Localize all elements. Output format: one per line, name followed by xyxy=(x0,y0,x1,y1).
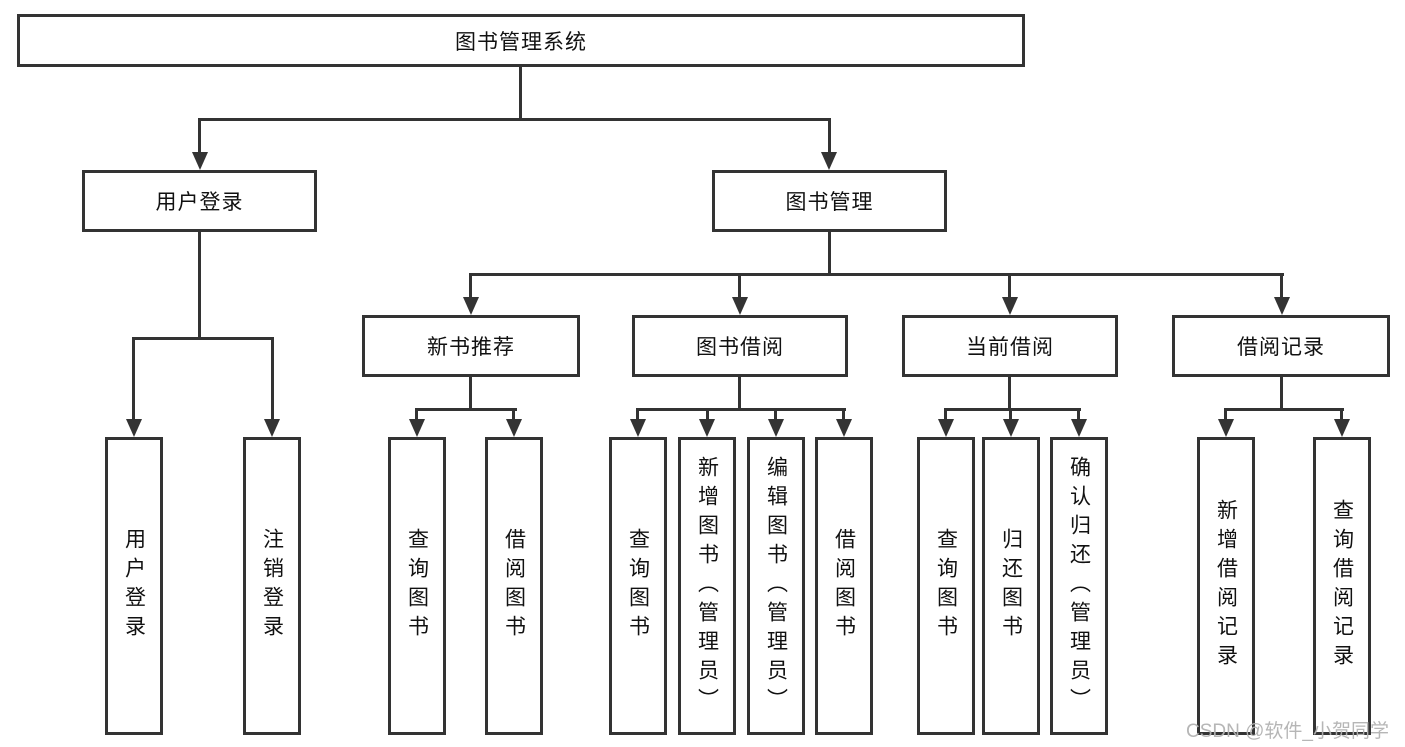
node-new-book-recommend: 新书推荐 xyxy=(362,315,580,377)
arrowhead-book-management xyxy=(821,152,837,170)
connector-drop-cb-return xyxy=(1009,411,1012,419)
connector-borrowing-rail xyxy=(636,408,846,411)
connector-drop-leaf-logout xyxy=(271,340,274,419)
connector-drop-cb-confirm xyxy=(1077,411,1080,419)
leaf-recommend-query-books: 查询图书 xyxy=(388,437,446,735)
connector-drop-br-add xyxy=(1224,411,1227,419)
connector-user-login-stem xyxy=(198,232,201,337)
connector-root-rail xyxy=(198,118,831,121)
connector-drop-borrow-records xyxy=(1280,276,1283,297)
connector-recommend-stem xyxy=(469,377,472,408)
node-book-borrowing: 图书借阅 xyxy=(632,315,848,377)
connector-drop-leaf-user-login xyxy=(132,340,135,419)
arrowhead-cb-return xyxy=(1003,419,1019,437)
leaf-borrowing-add-books-admin: 新增图书（管理员） xyxy=(678,437,736,735)
connector-drop-new-book-recommend xyxy=(469,276,472,297)
leaf-borrowing-borrow-books: 借阅图书 xyxy=(815,437,873,735)
node-book-management: 图书管理 xyxy=(712,170,947,232)
connector-drop-rec-query xyxy=(415,411,418,419)
connector-drop-book-borrowing xyxy=(738,276,741,297)
connector-records-stem xyxy=(1280,377,1283,408)
arrowhead-leaf-logout xyxy=(264,419,280,437)
connector-book-management-rail xyxy=(469,273,1284,276)
connector-records-rail xyxy=(1224,408,1344,411)
arrowhead-leaf-user-login xyxy=(126,419,142,437)
node-borrow-records: 借阅记录 xyxy=(1172,315,1390,377)
connector-borrowing-stem xyxy=(738,377,741,408)
leaf-borrowing-query-books: 查询图书 xyxy=(609,437,667,735)
connector-drop-bb-borrow xyxy=(842,411,845,419)
leaf-borrowing-edit-books-admin: 编辑图书（管理员） xyxy=(747,437,805,735)
leaf-logout: 注销登录 xyxy=(243,437,301,735)
arrowhead-bb-add xyxy=(699,419,715,437)
arrowhead-new-book-recommend xyxy=(463,297,479,315)
leaf-current-confirm-return-admin: 确认归还（管理员） xyxy=(1050,437,1108,735)
connector-recommend-rail xyxy=(415,408,517,411)
node-root: 图书管理系统 xyxy=(17,14,1025,67)
arrowhead-cb-confirm xyxy=(1071,419,1087,437)
arrowhead-rec-borrow xyxy=(506,419,522,437)
connector-drop-br-query xyxy=(1340,411,1343,419)
connector-drop-current-borrowing xyxy=(1008,276,1011,297)
arrowhead-bb-edit xyxy=(768,419,784,437)
arrowhead-current-borrowing xyxy=(1002,297,1018,315)
arrowhead-br-add xyxy=(1218,419,1234,437)
leaf-records-add-borrow-record: 新增借阅记录 xyxy=(1197,437,1255,735)
connector-drop-bb-add xyxy=(706,411,709,419)
node-current-borrowing: 当前借阅 xyxy=(902,315,1118,377)
arrowhead-bb-query xyxy=(630,419,646,437)
leaf-current-query-books: 查询图书 xyxy=(917,437,975,735)
connector-user-login-rail xyxy=(132,337,274,340)
connector-drop-bb-edit xyxy=(774,411,777,419)
connector-drop-user-login xyxy=(198,121,201,152)
connector-current-stem xyxy=(1008,377,1011,408)
csdn-watermark: CSDN @软件_小贺同学 xyxy=(1186,721,1389,742)
connector-drop-book-management xyxy=(828,121,831,152)
connector-drop-cb-query xyxy=(944,411,947,419)
connector-root-stem xyxy=(519,67,522,118)
leaf-records-query-borrow-record: 查询借阅记录 xyxy=(1313,437,1371,735)
arrowhead-book-borrowing xyxy=(732,297,748,315)
connector-current-rail xyxy=(944,408,1081,411)
arrowhead-user-login xyxy=(192,152,208,170)
leaf-user-login: 用户登录 xyxy=(105,437,163,735)
arrowhead-bb-borrow xyxy=(836,419,852,437)
connector-drop-bb-query xyxy=(636,411,639,419)
leaf-recommend-borrow-books: 借阅图书 xyxy=(485,437,543,735)
leaf-current-return-books: 归还图书 xyxy=(982,437,1040,735)
connector-book-management-stem xyxy=(828,232,831,273)
arrowhead-borrow-records xyxy=(1274,297,1290,315)
node-user-login: 用户登录 xyxy=(82,170,317,232)
arrowhead-br-query xyxy=(1334,419,1350,437)
arrowhead-rec-query xyxy=(409,419,425,437)
connector-drop-rec-borrow xyxy=(512,411,515,419)
arrowhead-cb-query xyxy=(938,419,954,437)
